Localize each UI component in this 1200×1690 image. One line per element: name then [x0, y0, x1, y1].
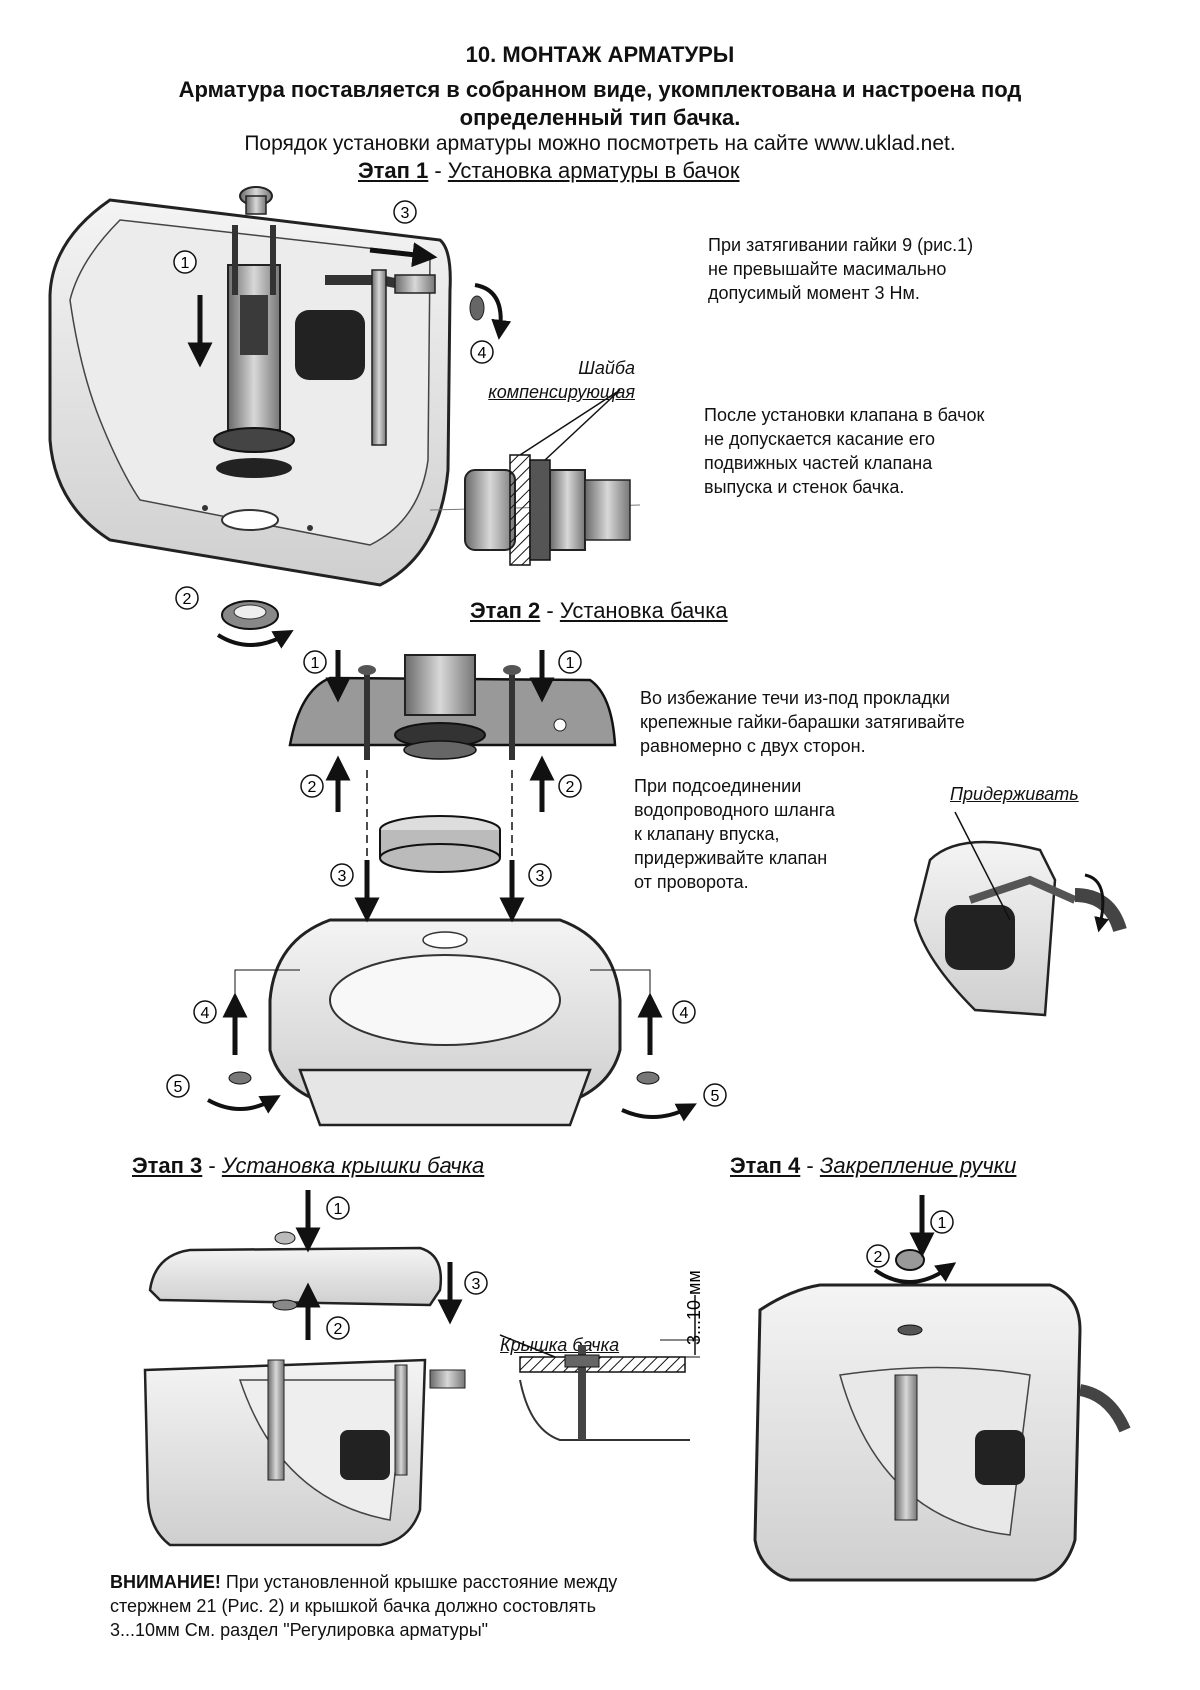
step-marker: 2: [866, 1244, 890, 1268]
step-marker: 3: [528, 863, 552, 887]
step-marker: 1: [303, 650, 327, 674]
note-line: водопроводного шланга: [634, 800, 835, 820]
step-marker: 1: [558, 650, 582, 674]
subtitle-line-2: определенный тип бачка.: [459, 105, 741, 130]
stage1-tank-illustration: [48, 186, 512, 649]
svg-text:3: 3: [536, 868, 545, 885]
callout-line: Шайба: [578, 358, 635, 378]
svg-text:5: 5: [174, 1079, 183, 1096]
stage3-lid-illustration: [143, 1190, 466, 1547]
note-line: выпуска и стенок бачка.: [704, 477, 905, 497]
warning-label: ВНИМАНИЕ!: [110, 1572, 221, 1592]
note-line: к клапану впуска,: [634, 824, 780, 844]
svg-text:2: 2: [334, 1321, 343, 1338]
gap-dimension: 3...10 мм: [684, 1270, 704, 1345]
step-marker: 4: [672, 1000, 696, 1024]
subtitle-line-1: Арматура поставляется в собранном виде, …: [178, 77, 1022, 102]
svg-text:2: 2: [566, 779, 575, 796]
warning-note: ВНИМАНИЕ! При установленной крышке расст…: [110, 1570, 670, 1642]
svg-text:5: 5: [711, 1088, 720, 1105]
note-line: не превышайте масимально: [708, 259, 947, 279]
step-marker: 2: [175, 586, 199, 610]
stage2-bowl-illustration: [207, 650, 697, 1127]
svg-text:2: 2: [308, 779, 317, 796]
washer-callout: Шайба компенсирующая: [455, 356, 635, 404]
svg-text:4: 4: [478, 345, 487, 362]
step-marker: 2: [558, 774, 582, 798]
svg-text:2: 2: [183, 591, 192, 608]
step-markers: 1 2 3 4 1 1 2 2 3 3 4 4 5 5 1 2 3 1 2: [166, 200, 954, 1340]
stage4-heading: Этап 4 - Закрепление ручки: [730, 1153, 1016, 1179]
stage3-heading: Этап 3 - Установка крышки бачка: [132, 1153, 484, 1179]
note-line: После установки клапана в бачок: [704, 405, 985, 425]
callout-line: компенсирующая: [488, 382, 635, 402]
lid-gap-detail: 3...10 мм: [499, 1270, 704, 1441]
page-subtitle: Арматура поставляется в собранном виде, …: [60, 76, 1140, 132]
step-marker: 1: [930, 1210, 954, 1234]
step-marker: 5: [703, 1083, 727, 1107]
lid-callout: Крышка бачка: [500, 1335, 620, 1355]
note-line: крепежные гайки-барашки затягивайте: [640, 712, 965, 732]
stage4-label: Этап 4: [730, 1153, 801, 1178]
stage4-dash: -: [800, 1153, 820, 1178]
step-marker: 2: [326, 1316, 350, 1340]
stage1-dash: -: [428, 158, 448, 183]
stage2-dash: -: [540, 598, 560, 623]
note-line: придерживайте клапан: [634, 848, 828, 868]
step-marker: 1: [173, 250, 197, 274]
step-marker: 4: [193, 1000, 217, 1024]
stage3-label: Этап 3: [132, 1153, 203, 1178]
stage2-heading: Этап 2 - Установка бачка: [470, 598, 728, 624]
inlet-valve-detail: [429, 389, 641, 566]
step-marker: 3: [393, 200, 417, 224]
stage2-note-hose: При подсоединении водопроводного шланга …: [634, 774, 914, 894]
stage4-desc: Закрепление ручки: [819, 1153, 1017, 1178]
stage3-desc: Установка крышки бачка: [221, 1153, 485, 1178]
hold-callout: Придерживать: [950, 784, 1079, 804]
svg-text:1: 1: [566, 655, 575, 672]
stage1-desc: Установка арматуры в бачок: [447, 158, 740, 183]
note-line: допусимый момент 3 Нм.: [708, 283, 920, 303]
svg-text:4: 4: [201, 1005, 210, 1022]
svg-text:2: 2: [874, 1249, 883, 1266]
step-marker: 4: [470, 340, 494, 364]
stage2-note-leak: Во избежание течи из-под прокладки крепе…: [640, 686, 1060, 758]
stage2-desc: Установка бачка: [559, 598, 728, 623]
svg-text:3: 3: [472, 1276, 481, 1293]
stage1-heading: Этап 1 - Установка арматуры в бачок: [358, 158, 740, 184]
note-line: Во избежание течи из-под прокладки: [640, 688, 950, 708]
note-line: подвижных частей клапана: [704, 453, 933, 473]
stage1-label: Этап 1: [358, 158, 429, 183]
step-marker: 5: [166, 1074, 190, 1098]
note-line: равномерно с двух сторон.: [640, 736, 866, 756]
step-marker: 3: [330, 863, 354, 887]
stage3-dash: -: [202, 1153, 222, 1178]
step-marker: 2: [300, 774, 324, 798]
note-line: не допускается касание его: [704, 429, 935, 449]
svg-text:1: 1: [311, 655, 320, 672]
warning-text: При установленной крышке расстояние межд…: [110, 1572, 618, 1640]
page-title: 10. МОНТАЖ АРМАТУРЫ: [465, 42, 735, 67]
svg-text:3: 3: [338, 868, 347, 885]
stage1-note-torque: При затягивании гайки 9 (рис.1) не превы…: [708, 233, 1068, 305]
note-line: от проворота.: [634, 872, 749, 892]
step-marker: 1: [326, 1196, 350, 1220]
note-line: При подсоединении: [634, 776, 802, 796]
hold-valve-detail: [913, 811, 1127, 1017]
svg-text:1: 1: [334, 1201, 343, 1218]
svg-text:3: 3: [401, 205, 410, 222]
svg-text:1: 1: [181, 255, 190, 272]
site-line: Порядок установки арматуры можно посмотр…: [244, 132, 956, 155]
stage2-label: Этап 2: [470, 598, 541, 623]
stage1-note-contact: После установки клапана в бачок не допус…: [704, 403, 1084, 499]
stage4-handle-illustration: [753, 1195, 1131, 1582]
svg-text:4: 4: [680, 1005, 689, 1022]
svg-text:1: 1: [938, 1215, 947, 1232]
note-line: При затягивании гайки 9 (рис.1): [708, 235, 974, 255]
step-marker: 3: [464, 1271, 488, 1295]
